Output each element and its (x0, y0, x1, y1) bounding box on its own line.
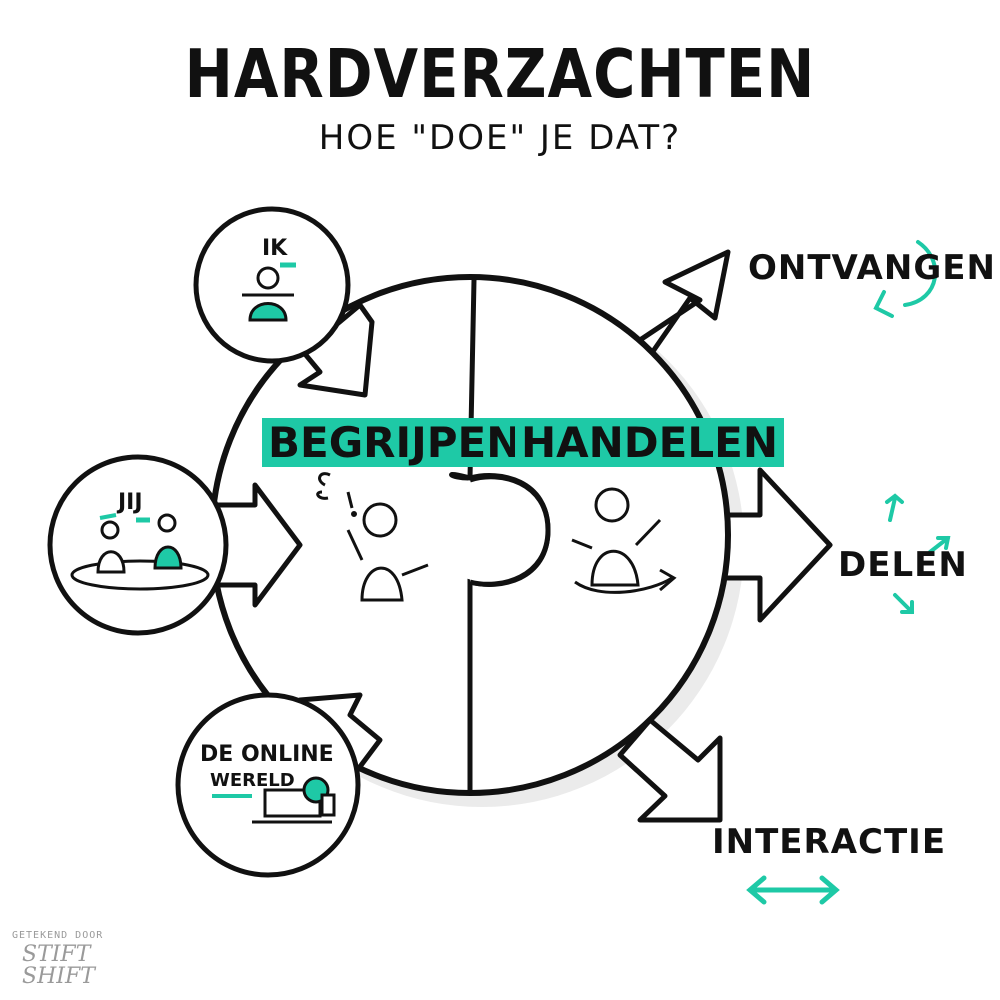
credit-line2: STIFT (22, 942, 91, 967)
credit-line3: SHIFT (22, 964, 95, 989)
page-title: HARDVERZACHTEN (184, 36, 816, 114)
label-begrijpen: BEGRIJPEN (262, 418, 528, 467)
label-ontvangen: ONTVANGEN (748, 248, 996, 288)
label-online-line2: WERELD (210, 770, 295, 791)
ontvangen-cycle-icon (873, 240, 938, 318)
label-begrijpen-wrap: BEGRIJPEN (262, 418, 528, 467)
page-subtitle: HOE "DOE" JE DAT? (318, 118, 682, 158)
online-world-icon (212, 776, 336, 824)
label-online-line1: DE ONLINE (200, 742, 334, 767)
label-handelen: HANDELEN (515, 418, 784, 467)
puzzle-knob (469, 474, 551, 587)
label-interactie: INTERACTIE (712, 822, 947, 862)
label-ik: IK (262, 236, 288, 261)
label-delen: DELEN (838, 545, 968, 585)
bubble-online (175, 692, 361, 878)
delen-arrows-icon (885, 493, 951, 614)
jij-figures-icon (70, 513, 210, 591)
label-jij: JIJ (118, 490, 143, 515)
ik-figure-icon (242, 262, 296, 322)
label-handelen-wrap: HANDELEN (515, 418, 784, 467)
arrow-interactie (617, 717, 723, 823)
begrijpen-figure-icon (316, 472, 429, 602)
handelen-figure-icon (571, 487, 677, 594)
bubble-jij (47, 454, 229, 636)
credit-line1: GETEKEND DOOR (12, 930, 104, 941)
interactie-double-arrow-icon (746, 875, 840, 905)
